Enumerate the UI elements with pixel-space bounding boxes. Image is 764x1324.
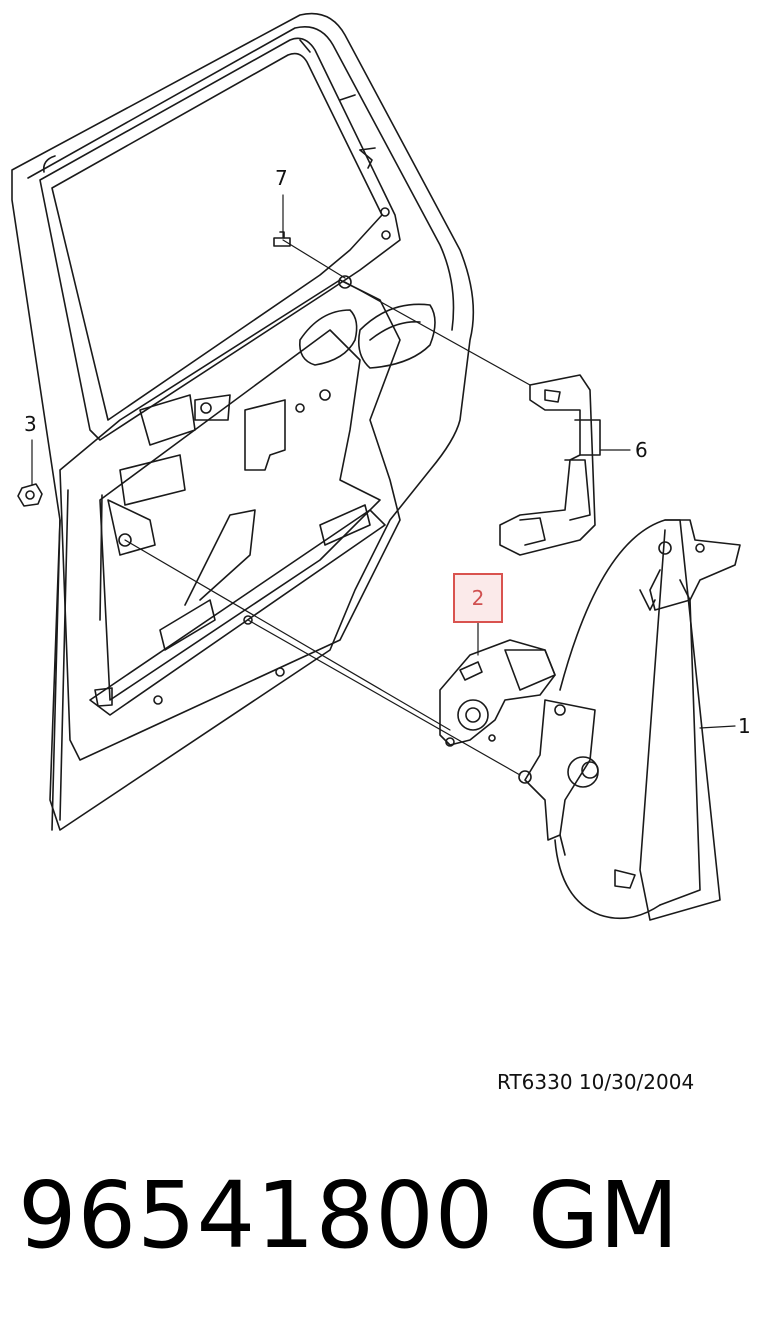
window-regulator-part-1 [518, 519, 741, 921]
nut-part-3 [17, 483, 43, 507]
callout-2-highlighted: 2 [453, 573, 503, 623]
brand-label: GM [528, 1162, 679, 1269]
leader-lines [31, 194, 736, 776]
callout-6: 6 [635, 438, 648, 462]
motor-part-2 [439, 639, 556, 747]
door-window-regulator-diagram [11, 12, 741, 921]
callout-7: 7 [275, 166, 288, 190]
part-number: 96541800 [18, 1162, 495, 1269]
callout-1: 1 [738, 714, 751, 738]
bolt-part-7 [273, 231, 291, 247]
drawing-reference: RT6330 10/30/2004 [497, 1070, 695, 1094]
callout-3: 3 [24, 412, 37, 436]
door-panel [11, 12, 475, 831]
channel-bracket-part-6 [499, 374, 601, 556]
